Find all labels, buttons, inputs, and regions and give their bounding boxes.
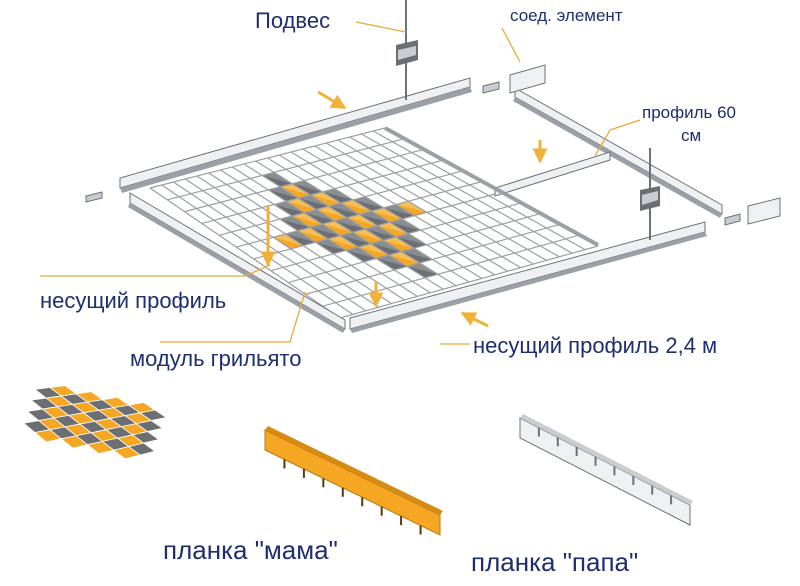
- hanger-secondary: [640, 148, 660, 240]
- hanger-main: [396, 0, 418, 100]
- carrier-profile-back-left: [119, 77, 472, 193]
- label-profil-60: профиль 60: [642, 103, 737, 122]
- plank-mama: [264, 426, 443, 536]
- leader-lines: [40, 21, 641, 345]
- connector-piece-right: [724, 197, 781, 226]
- carrier-profile-front-right: [349, 221, 707, 333]
- label-soed-element: соед. элемент: [510, 6, 623, 25]
- carrier-profile-right: [513, 87, 723, 218]
- label-podves: Подвес: [255, 8, 331, 33]
- connector-piece-top: [482, 64, 546, 94]
- carrier-profile-front-left: [128, 192, 346, 333]
- assembly-arrows: [260, 90, 548, 328]
- plank-papa: [519, 414, 693, 526]
- label-planka-papa: планка "папа": [471, 547, 639, 577]
- label-modul-grilyato: модуль грильято: [130, 346, 302, 371]
- label-nesushchiy-profil: несущий профиль: [40, 288, 227, 313]
- inner-divider-rail: [384, 126, 599, 247]
- label-profil-60-unit: см: [681, 126, 702, 145]
- label-nesushchiy-profil-24: несущий профиль 2,4 м: [473, 333, 718, 358]
- connector-piece-left: [85, 191, 103, 203]
- label-planka-mama: планка "мама": [163, 535, 338, 565]
- grilyato-module-sample: [22, 385, 168, 460]
- cross-profile-60: [494, 151, 611, 197]
- ceiling-grid: [149, 127, 599, 319]
